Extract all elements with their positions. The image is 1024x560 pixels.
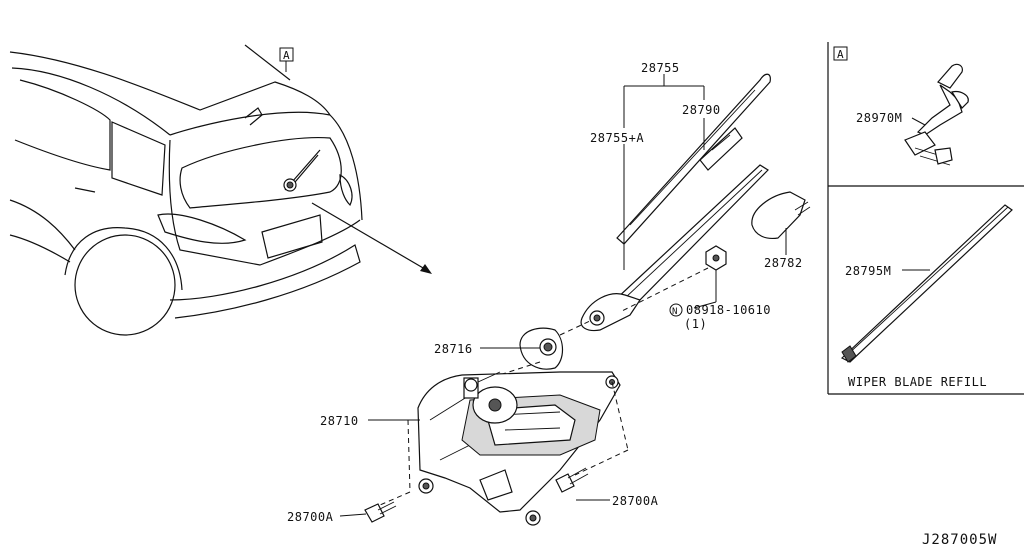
n-symbol-circle — [669, 303, 683, 317]
leader-lines — [339, 74, 787, 517]
inset-marker-box — [833, 46, 848, 61]
label-28795m: 28795M — [845, 264, 891, 278]
view-marker-a: A — [279, 47, 294, 72]
inset-marker: A — [837, 48, 844, 61]
part-labels: 28755 28790 28755+A 28782 N 08918-10610 … — [287, 61, 803, 524]
label-08918: 08918-10610 — [686, 303, 771, 317]
wiper-arm-assembly — [580, 73, 771, 332]
label-08918-prefix: N — [672, 307, 678, 317]
wiper-refill-part — [840, 204, 1013, 363]
wiper-arm-cap — [751, 191, 811, 240]
vehicle-rear-illustration — [9, 44, 432, 336]
wiper-arm-nut — [619, 245, 727, 313]
washer-nozzle-part — [904, 63, 969, 166]
inset-panel: A 28970M 28795M WIPER BLADE REFILL — [827, 42, 1024, 395]
wiper-motor-assembly — [379, 371, 629, 526]
label-28700a-left: 28700A — [287, 510, 334, 524]
pivot-cap — [489, 319, 593, 379]
svg-text:A: A — [283, 49, 290, 62]
label-28790: 28790 — [682, 103, 721, 117]
label-08918-qty: (1) — [684, 317, 707, 331]
mounting-bolts — [364, 467, 589, 523]
label-28970m: 28970M — [856, 111, 902, 125]
label-28782: 28782 — [764, 256, 803, 270]
diagram-reference-code: J287005W — [922, 532, 997, 548]
label-28716: 28716 — [434, 342, 473, 356]
label-28710: 28710 — [320, 414, 359, 428]
inset-caption: WIPER BLADE REFILL — [848, 375, 987, 389]
label-28755a: 28755+A — [590, 131, 644, 145]
label-28755: 28755 — [641, 61, 680, 75]
label-28700a-right: 28700A — [612, 494, 659, 508]
